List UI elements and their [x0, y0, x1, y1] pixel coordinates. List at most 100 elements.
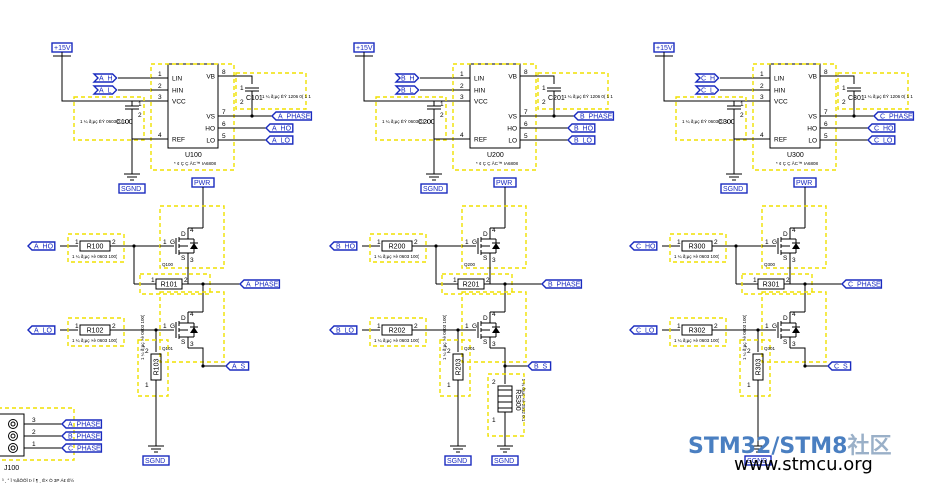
- net-A_HO: A_HO: [272, 126, 292, 133]
- cap-note: 1 ¼ ð¡­µç ÈÝ 0603 0,( 1 ¢: [382, 118, 433, 124]
- pin-vcc: VCC: [474, 99, 488, 106]
- res-R301-ref: R301: [763, 282, 780, 289]
- watermark: STM32/STM8社区 www.stmcu.org: [688, 428, 924, 484]
- vcc-label: +15V: [356, 45, 373, 52]
- cap-pin2: 2: [240, 99, 244, 106]
- gate-pin-num: 1: [163, 323, 167, 330]
- source-pin-num: 3: [492, 341, 496, 348]
- wire: [536, 75, 555, 84]
- pin-num-vs: 7: [222, 109, 226, 116]
- res-R302-ref: R302: [689, 328, 706, 335]
- res-R300-ref: R300: [689, 244, 706, 251]
- cap-note: 1 ¼ ð¡­µç ÈÝ 0603 0,( 1 ¢: [682, 118, 733, 124]
- gnd-label: SGND: [747, 458, 767, 465]
- drain-pin-num: 4: [792, 311, 796, 318]
- res-R102-pin1: 1: [75, 323, 79, 330]
- pin-ref: REF: [474, 137, 487, 144]
- cap-note: 1 ¼ ð¡­µç ÈÝ 1206 0( 1 1: [262, 93, 311, 99]
- res-R302-pin1: 1: [677, 323, 681, 330]
- cap-pin1: 1: [740, 101, 744, 108]
- input-A_L-flag: [92, 85, 118, 95]
- res-R201-body: [457, 278, 485, 290]
- res-note: 1 ¼ ð¡­µç ×è 0603 100¦: [139, 315, 145, 360]
- net-C_PHASE-flag: [873, 111, 915, 121]
- power-label: PWR: [194, 180, 210, 187]
- watermark-url: www.stmcu.org: [734, 454, 873, 475]
- pin-num-ref: 4: [760, 132, 764, 139]
- net-B_S-flag: [527, 361, 552, 371]
- pin-vb: VB: [808, 74, 817, 81]
- net-A_PHASE-flag: [239, 279, 281, 289]
- mosfet-ref: Q200: [464, 262, 476, 267]
- junction-dot: [852, 114, 856, 118]
- res-R301-pin1: 1: [753, 277, 757, 284]
- drain-label: D: [783, 231, 788, 238]
- resistor-highlight: [137, 339, 169, 397]
- net-B_PHASE: B_PHASE: [548, 282, 581, 289]
- res-R201-pin1: 1: [453, 277, 457, 284]
- wire: [490, 347, 528, 367]
- input-B_H-flag: [394, 73, 420, 83]
- pin-num-lin: 1: [158, 71, 162, 78]
- connector-pin: [8, 443, 18, 453]
- connector-pin-num: 1: [32, 441, 36, 448]
- vcc-label: +15V: [54, 45, 71, 52]
- res-R100-body: [79, 240, 111, 252]
- cap-note: 1 ¼ ð¡­µç ÈÝ 1206 0( 1 1: [564, 93, 613, 99]
- wire: [188, 347, 226, 367]
- resistor-highlight: [739, 339, 771, 397]
- net-B_HO-flag: [567, 123, 596, 133]
- connector-pin-num: 2: [32, 429, 36, 436]
- diode-body: [492, 243, 500, 249]
- gate-pin-num: 1: [765, 323, 769, 330]
- mosfet-highlight: [461, 205, 527, 269]
- res-R103-pin2: 2: [145, 348, 149, 355]
- gate-pin-num: 1: [465, 239, 469, 246]
- shunt-note: 1 ¼ ð¡­µç ×è 2512 0.1: [521, 379, 527, 422]
- pin-lo: LO: [206, 138, 215, 145]
- vcc-label: +15V: [656, 45, 673, 52]
- net-A_HO-flag: [27, 241, 56, 251]
- res-R301-body: [757, 278, 785, 290]
- pin-num-ref: 4: [460, 132, 464, 139]
- pin-num-hin: 2: [760, 83, 764, 90]
- mosfet-highlight: [761, 291, 827, 363]
- pin-vb: VB: [508, 74, 517, 81]
- source-label: S: [181, 339, 186, 346]
- connector-note: ³ ¸ ° Î ¾ßÕÔÎ Þ Î ¶ ¸ Ê× Ò 3P Á¢ Ê½: [2, 476, 74, 484]
- gnd-label: SGND: [494, 458, 514, 465]
- net-A_HO: A_HO: [34, 244, 54, 251]
- res-R103-pin1: 1: [145, 382, 149, 389]
- pin-hin: HIN: [474, 88, 486, 95]
- source-pin-num: 3: [792, 257, 796, 264]
- net-A_S-flag: [225, 361, 250, 371]
- power-label: PWR: [496, 180, 512, 187]
- source-label: S: [783, 255, 788, 262]
- net-C_LO-flag: [629, 325, 658, 335]
- net-A_PHASE: A_PHASE: [68, 422, 101, 429]
- gate-label: G: [772, 239, 777, 246]
- res-R302-body: [681, 324, 713, 336]
- net-B_PHASE-flag: [541, 279, 583, 289]
- connector-pin-inner: [10, 445, 16, 451]
- gnd-label: SGND: [423, 186, 443, 193]
- pin-hin: HIN: [774, 88, 786, 95]
- res-R302-pin2: 2: [714, 323, 718, 330]
- gate-pin-num: 1: [163, 239, 167, 246]
- net-C_PHASE: C_PHASE: [848, 282, 881, 289]
- pin-num-ho: 6: [222, 121, 226, 128]
- vcc-wire: [61, 56, 160, 102]
- net-A_LO: A_LO: [272, 138, 290, 145]
- diode-body: [190, 327, 198, 333]
- diode-body: [190, 243, 198, 249]
- res-R202-pin1: 1: [377, 323, 381, 330]
- pin-ho: HO: [507, 126, 517, 133]
